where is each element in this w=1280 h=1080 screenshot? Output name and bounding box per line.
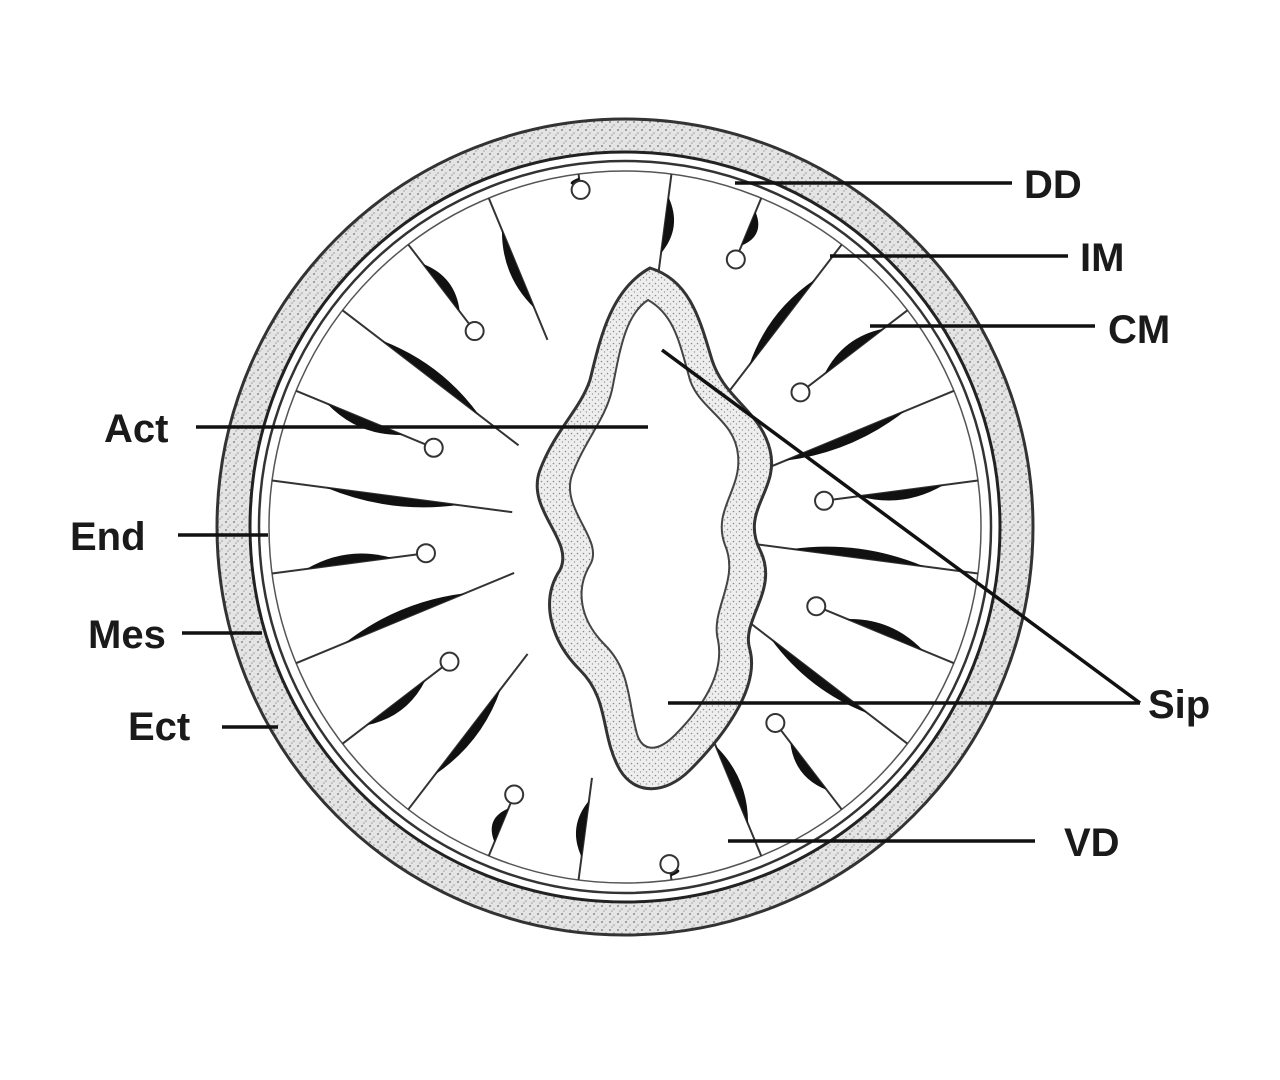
mesentery-septum (271, 552, 427, 575)
retractor-muscle-band (791, 546, 924, 567)
retractor-muscle-band (847, 619, 923, 651)
mesenterial-filament (464, 321, 485, 342)
label-sip: Sip (1148, 683, 1210, 727)
retractor-muscle-band (382, 340, 479, 415)
retractor-muscle-band (741, 211, 759, 246)
retractor-muscle-band (501, 229, 535, 308)
leader-lines (178, 181, 1142, 843)
retractor-muscle-band (423, 264, 460, 312)
mesenterial-filament (814, 490, 835, 511)
mesenterial-filament (439, 651, 460, 672)
retractor-muscle-band (366, 680, 426, 726)
retractor-muscle-band (715, 746, 749, 825)
retractor-muscle-band (661, 197, 675, 254)
mesenterial-filament (765, 712, 786, 733)
retractor-muscle-band (435, 688, 501, 775)
leader-sip-1 (660, 348, 1142, 705)
mesenterial-filament (725, 249, 746, 270)
retractor-muscle-band (824, 328, 884, 374)
retractor-muscle-band (790, 742, 827, 790)
actinopharynx (535, 266, 774, 791)
mesenterial-filament (659, 854, 680, 875)
mesenterial-filament (570, 179, 591, 200)
retractor-muscle-band (575, 800, 589, 857)
label-act: Act (104, 407, 168, 451)
retractor-muscle-band (784, 411, 905, 461)
mesenterial-filament (423, 437, 444, 458)
mesenterial-filament (790, 382, 811, 403)
labels: DD IM CM Act End Mes Ect Sip VD (70, 163, 1210, 865)
label-vd: VD (1064, 821, 1120, 865)
mesoglea-ring (257, 159, 993, 895)
label-ect: Ect (128, 705, 190, 749)
retractor-muscle-band (771, 639, 868, 714)
retractor-muscle-band (326, 487, 459, 508)
label-im: IM (1080, 236, 1124, 280)
label-mes: Mes (88, 613, 166, 657)
endoderm-ring (268, 170, 982, 884)
mesenterial-filament (806, 596, 827, 617)
retractor-muscle-band (306, 553, 392, 569)
mesenteries-group (271, 173, 979, 881)
label-cm: CM (1108, 308, 1170, 352)
retractor-muscle-band (749, 279, 815, 366)
label-end: End (70, 515, 146, 559)
label-dd: DD (1024, 163, 1082, 207)
retractor-muscle-band (858, 485, 944, 501)
mesenterial-filament (415, 543, 436, 564)
mesenterial-filament (504, 784, 525, 805)
retractor-muscle-band (345, 593, 466, 643)
retractor-muscle-band (491, 808, 509, 843)
